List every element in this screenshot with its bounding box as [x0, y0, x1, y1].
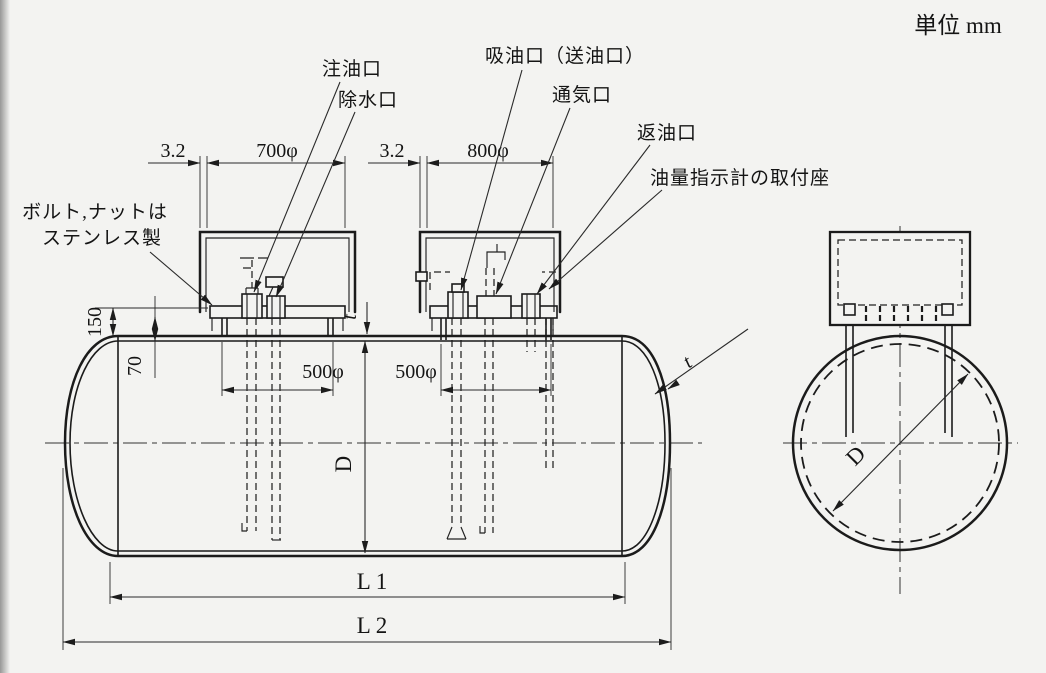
suction-pipe-dashed — [446, 318, 467, 540]
front-box-inner-dashed — [837, 239, 963, 306]
dim-wall-left: 3.2 — [161, 140, 186, 162]
fill-port-fitting — [240, 257, 268, 319]
left-box-outer — [198, 230, 357, 314]
left-neck — [221, 318, 334, 336]
bolt-note-line1: ボルト,ナットは — [22, 201, 168, 223]
leader-fill-port — [253, 81, 341, 293]
unit-label: 単位 mm — [914, 13, 1002, 38]
drain-pipe-dashed — [271, 318, 281, 541]
right-neck — [440, 318, 552, 340]
scan-edge-shadow — [0, 0, 10, 673]
callout-leaders — [149, 69, 663, 306]
dim-500-left: 500φ — [302, 361, 344, 383]
drain-port-fitting — [265, 276, 286, 319]
suction-port-fitting — [447, 283, 469, 319]
feed-pipe-dashed — [479, 318, 494, 534]
leader-bolt-note — [149, 251, 213, 306]
vent-port-fitting — [476, 244, 512, 319]
dim-150: 150 — [84, 307, 106, 337]
tank-end-circle-inner — [800, 343, 1000, 543]
dim-700: 700φ — [256, 140, 298, 162]
front-view — [783, 226, 1018, 594]
dim-800: 800φ — [467, 140, 509, 162]
dim-shell-thickness: t — [339, 314, 361, 320]
callout-return-port: 返油口 — [637, 122, 697, 144]
text-layer: 単位 mm 注油口 除水口 吸油口（送油口） 通気口 返油口 油量指示計の取付座… — [22, 13, 1002, 638]
dim-70: 70 — [124, 356, 146, 376]
leader-return-port — [536, 144, 651, 295]
leader-suction-port — [460, 69, 523, 291]
dimension-graphics — [62, 156, 749, 650]
dim-500-right: 500φ — [395, 361, 437, 383]
dashed-detail-left — [429, 271, 450, 290]
gauge-pipe-dashed — [545, 318, 554, 472]
dim-wall-right: 3.2 — [380, 140, 405, 162]
right-manhole — [415, 230, 562, 340]
dim-l1: L 1 — [357, 569, 387, 594]
bolt-note-line2: ステンレス製 — [42, 227, 162, 249]
tank-end-circle-outer — [791, 334, 1009, 552]
fill-pipe-dashed — [241, 318, 257, 532]
leader-vent-port — [495, 107, 571, 295]
front-diameter-line — [832, 373, 969, 512]
dim-l2: L 2 — [357, 613, 387, 638]
callout-vent-port: 通気口 — [552, 84, 612, 106]
leader-drain-port — [275, 111, 356, 298]
callout-drain-port: 除水口 — [338, 89, 398, 111]
callout-fill-port: 注油口 — [322, 58, 382, 80]
return-port-fitting — [521, 293, 541, 319]
callout-gauge-seat: 油量指示計の取付座 — [650, 167, 830, 189]
box-hinge-detail — [415, 271, 428, 282]
callout-suction-port: 吸油口（送油口） — [485, 45, 645, 67]
leader-gauge-seat — [548, 189, 663, 290]
dim-diameter-side: D — [331, 456, 356, 473]
side-view — [45, 69, 749, 650]
left-manhole — [198, 230, 357, 336]
front-bolt-row — [864, 306, 938, 321]
front-bolt-left — [843, 303, 856, 316]
front-bolt-right — [941, 303, 954, 316]
left-box-inner — [205, 237, 350, 312]
